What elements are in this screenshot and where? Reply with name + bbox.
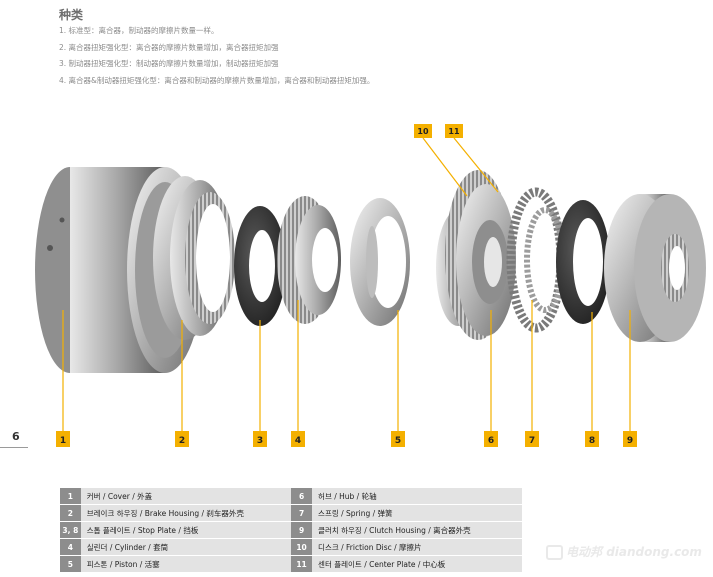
svg-text:7: 7	[529, 436, 535, 446]
legend-number: 2	[60, 504, 81, 522]
section-title: 种类	[59, 8, 84, 22]
legend-text: 클러치 하우징 / Clutch Housing / 离合器外壳	[312, 521, 522, 539]
part-stop-plate-8	[556, 200, 610, 324]
part-stop-plate-3	[234, 206, 286, 326]
svg-text:10: 10	[417, 127, 429, 136]
callout-label-10: 10	[414, 124, 432, 138]
callout-label-11: 11	[445, 124, 463, 138]
callout-label-4: 4	[291, 431, 305, 447]
plug-icon	[546, 545, 563, 560]
callout-leaders	[62, 137, 631, 431]
svg-text:2: 2	[179, 436, 185, 446]
legend-row: 4 실린더 / Cylinder / 套筒 10 디스크 / Friction …	[60, 538, 522, 556]
exploded-view-diagram: 1 2 3 4 5 6 7 8 9 10 11	[35, 124, 706, 447]
callout-label-7: 7	[525, 431, 539, 447]
page-number-rule	[0, 447, 28, 448]
types-list: 1. 标准型：离合器，制动器的摩擦片数量一样。 2. 离合器扭矩强化型：离合器的…	[59, 25, 374, 91]
callout-label-1: 1	[56, 431, 70, 447]
legend-text: 스톱 플레이트 / Stop Plate / 挡板	[80, 521, 292, 539]
type-item-2: 2. 离合器扭矩强化型：离合器的摩擦片数量增加，离合器扭矩加强	[59, 42, 279, 52]
watermark-logo: 电动邦 diandong.com	[546, 543, 702, 560]
type-item-3: 3. 制动器扭矩强化型：制动器的摩擦片数量增加，制动器扭矩加强	[59, 59, 279, 68]
parts-legend-table: 1 커버 / Cover / 外盖 6 허브 / Hub / 轮轴 2 브레이크…	[60, 488, 522, 573]
legend-text: 디스크 / Friction Disc / 摩擦片	[312, 538, 522, 556]
part-cylinder	[277, 196, 341, 324]
legend-number: 1	[60, 488, 81, 505]
type-item-4: 4. 离合器&制动器扭矩强化型：离合器和制动器的摩擦片数量增加，离合器和制动器扭…	[59, 75, 375, 85]
legend-text: 스프링 / Spring / 弹簧	[312, 504, 522, 522]
page-number: 6	[12, 430, 20, 443]
svg-text:3: 3	[257, 436, 263, 446]
watermark-site: diandong.com	[606, 545, 702, 559]
legend-text: 실린더 / Cylinder / 套筒	[80, 538, 292, 556]
svg-text:9: 9	[627, 436, 633, 446]
legend-row: 3, 8 스톱 플레이트 / Stop Plate / 挡板 9 클러치 하우징…	[60, 521, 522, 539]
part-clutch-housing	[604, 194, 706, 342]
legend-text: 센터 플레이트 / Center Plate / 中心板	[312, 555, 522, 573]
legend-number: 10	[291, 538, 313, 556]
legend-number: 4	[60, 538, 81, 556]
watermark-brand: 电动邦	[566, 545, 603, 559]
part-piston	[350, 198, 410, 326]
svg-text:8: 8	[589, 436, 595, 446]
legend-text: 커버 / Cover / 外盖	[80, 488, 292, 505]
legend-row: 2 브레이크 하우징 / Brake Housing / 刹车器外壳 7 스프링…	[60, 504, 522, 522]
legend-number: 9	[291, 521, 313, 539]
callout-label-6: 6	[484, 431, 498, 447]
svg-text:11: 11	[448, 127, 460, 136]
callout-label-9: 9	[623, 431, 637, 447]
type-item-1: 1. 标准型：离合器，制动器的摩擦片数量一样。	[59, 26, 219, 35]
legend-row: 1 커버 / Cover / 外盖 6 허브 / Hub / 轮轴	[60, 488, 522, 505]
part-springs	[506, 187, 566, 333]
callout-label-2: 2	[175, 431, 189, 447]
legend-number: 11	[291, 555, 313, 573]
legend-number: 7	[291, 504, 313, 522]
legend-number: 6	[291, 488, 313, 505]
legend-text: 피스톤 / Piston / 活塞	[80, 555, 292, 573]
legend-row: 5 피스톤 / Piston / 活塞 11 센터 플레이트 / Center …	[60, 555, 522, 573]
svg-text:1: 1	[60, 436, 66, 446]
svg-text:6: 6	[488, 436, 494, 446]
svg-text:5: 5	[395, 436, 401, 446]
callout-label-8: 8	[585, 431, 599, 447]
part-brake-housing	[153, 176, 235, 340]
part-hub-assembly	[436, 170, 516, 340]
legend-number: 5	[60, 555, 81, 573]
legend-number: 3, 8	[60, 521, 81, 539]
legend-text: 브레이크 하우징 / Brake Housing / 刹车器外壳	[80, 504, 292, 522]
callout-label-3: 3	[253, 431, 267, 447]
legend-text: 허브 / Hub / 轮轴	[312, 488, 522, 505]
svg-text:4: 4	[295, 436, 301, 446]
callout-label-5: 5	[391, 431, 405, 447]
